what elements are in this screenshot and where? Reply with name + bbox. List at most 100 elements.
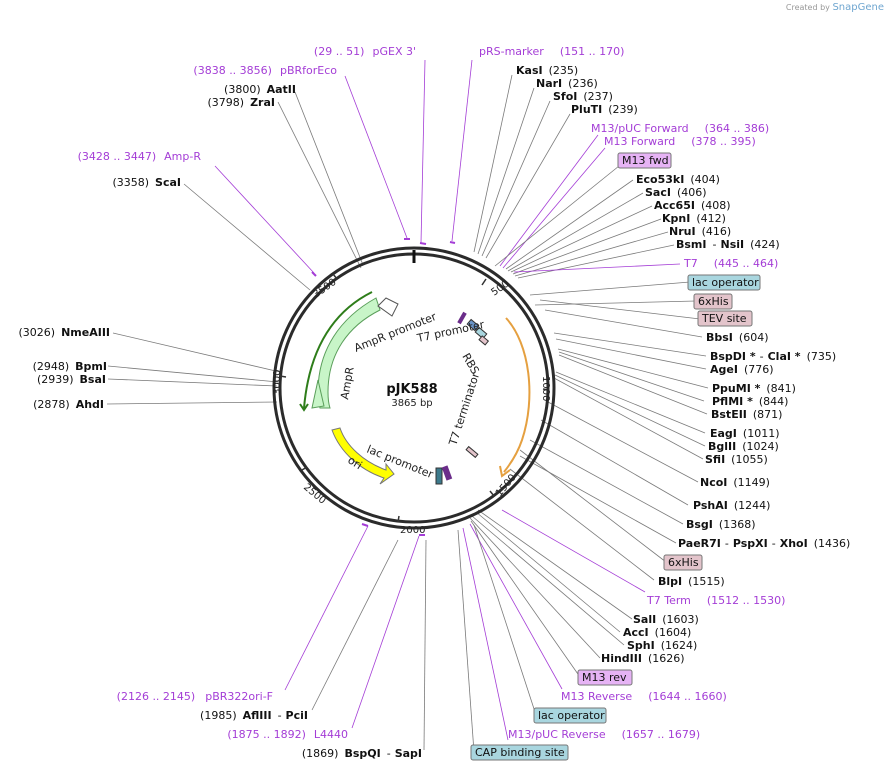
primer-pbr322ori-f: (2126 .. 2145)pBR322ori-F: [117, 690, 273, 703]
t7-promoter-marker: [466, 318, 480, 332]
feature-boxes: M13 fwd lac operator 6xHis TEV site 6xHi…: [470, 152, 761, 761]
box-6xhis-top: 6xHis: [693, 293, 733, 310]
site-scai: (3358)ScaI: [112, 176, 181, 189]
svg-text:TEV site: TEV site: [701, 312, 747, 325]
primer-amp-r: (3428 .. 3447)Amp-R: [78, 150, 202, 163]
site-bbsi: BbsI(604): [706, 331, 769, 344]
site-sali: SalI(1603): [633, 613, 699, 626]
site-eagi: EagI(1011): [710, 427, 779, 440]
feature-connectors: [457, 165, 701, 753]
box-6xhis-bottom: 6xHis: [663, 554, 703, 571]
primer-t7-term: T7 Term(1512 .. 1530): [646, 594, 785, 607]
site-connectors: [106, 74, 709, 751]
site-ppumi: PpuMI *(841): [712, 382, 796, 395]
ori-arrow: [331, 427, 395, 485]
primer-t7: T7(445 .. 464): [683, 257, 778, 270]
primer-m13-puc-forward: M13/pUC Forward(364 .. 386): [591, 122, 769, 135]
svg-text:M13 fwd: M13 fwd: [622, 154, 669, 167]
plasmid-name: pJK588: [386, 382, 437, 397]
plasmid-size: 3865 bp: [391, 398, 432, 409]
primer-connectors: [214, 59, 681, 741]
his-marker-top: [478, 335, 490, 346]
right-site-labels: KasI(235) NarI(236) SfoI(237) PluTI(239)…: [516, 64, 850, 665]
box-m13-rev: M13 rev: [577, 669, 633, 686]
ampr-arrowhead: [311, 379, 325, 409]
primer-pbrforeco: (3838 .. 3856)pBRforEco: [193, 64, 337, 77]
primer-m13-puc-reverse: M13/pUC Reverse(1657 .. 1679): [508, 728, 700, 741]
site-blpi: BlpI(1515): [658, 575, 725, 588]
lac-operator-marker-top: [474, 326, 488, 340]
site-kasi: KasI(235): [516, 64, 578, 77]
site-bspqi-sapi: (1869)BspQI-SapI: [302, 747, 422, 760]
tick-500: 500: [489, 278, 511, 298]
svg-text:lac operator: lac operator: [538, 709, 605, 722]
site-saci: SacI(406): [645, 186, 707, 199]
site-pflmi: PflMI *(844): [712, 395, 788, 408]
primer-pgex3: (29 .. 51)pGEX 3': [314, 45, 416, 58]
lac-operator-marker-bottom: [435, 467, 443, 485]
lac-promoter-label: lac promoter: [365, 443, 436, 482]
ampr-label: AmpR: [338, 366, 357, 401]
site-nrui: NruI(416): [669, 225, 731, 238]
site-ncoi: NcoI(1149): [700, 476, 770, 489]
site-bsai: (2939)BsaI: [37, 373, 106, 386]
site-sphi: SphI(1624): [627, 639, 697, 652]
site-sfoi: SfoI(237): [553, 90, 613, 103]
tick-1000: 1000: [540, 376, 551, 401]
box-cap-binding-site: CAP binding site: [470, 744, 569, 761]
site-bsmi-nsii: BsmI-NsiI(424): [676, 238, 780, 251]
ampr-promoter-arrow: [377, 297, 399, 317]
site-pshai: PshAI(1244): [693, 499, 770, 512]
site-eco53ki: Eco53kI(404): [636, 173, 720, 186]
site-paer7i-pspxi-xhoi: PaeR7I-PspXI-XhoI(1436): [678, 537, 850, 550]
ampr-arc: [303, 291, 373, 409]
site-bpmi: (2948)BpmI: [33, 360, 107, 373]
svg-text:6xHis: 6xHis: [668, 556, 699, 569]
site-bglii: BglII(1024): [708, 440, 779, 453]
tick-3000: 3000: [272, 370, 283, 395]
svg-text:lac operator: lac operator: [692, 276, 759, 289]
svg-text:CAP binding site: CAP binding site: [475, 746, 565, 759]
site-hindiii: HindIII(1626): [601, 652, 685, 665]
primer-m13-forward: M13 Forward(378 .. 395): [604, 135, 756, 148]
primer-feature-top: [457, 311, 467, 325]
tick-2000: 2000: [400, 525, 425, 536]
ampr-arc-head: [299, 403, 309, 412]
site-afliii-pcii: (1985)AflIII-PciI: [200, 709, 308, 722]
site-bsteii: BstEII(871): [711, 408, 782, 421]
svg-text:6xHis: 6xHis: [698, 295, 729, 308]
box-tev-site: TEV site: [697, 310, 753, 327]
site-kpni: KpnI(412): [662, 212, 726, 225]
primer-markers: [311, 238, 456, 536]
box-m13-fwd: M13 fwd: [617, 152, 672, 169]
site-nmeaiii: (3026)NmeAIII: [19, 326, 111, 339]
site-ahdi: (2878)AhdI: [33, 398, 104, 411]
svg-text:M13 rev: M13 rev: [582, 671, 627, 684]
site-nari: NarI(236): [536, 77, 598, 90]
left-site-labels: (3800)AatII (3798)ZraI (3358)ScaI (3026)…: [19, 83, 423, 760]
site-bspdi-clai: BspDI *-ClaI *(735): [710, 350, 836, 363]
site-zrai: (3798)ZraI: [208, 96, 276, 109]
terminator-arc: [503, 317, 531, 473]
terminator-arc-head: [499, 465, 511, 478]
snapgene-brand: Created by SnapGene: [785, 2, 884, 13]
t7-terminator-label: T7 terminator: [446, 370, 482, 447]
his-marker-bottom: [465, 445, 479, 459]
primer-labels: (29 .. 51)pGEX 3' pRS-marker(151 .. 170)…: [78, 45, 786, 741]
plasmid-backbone: [272, 246, 556, 530]
primer-l4440: (1875 .. 1892)L4440: [227, 728, 348, 741]
site-acci: AccI(1604): [623, 626, 691, 639]
site-acc65i: Acc65I(408): [654, 199, 731, 212]
primer-feature-bottom: [441, 465, 453, 481]
position-ticks: [279, 273, 550, 523]
primer-m13-reverse: M13 Reverse(1644 .. 1660): [561, 690, 727, 703]
ori-label: ori: [345, 454, 364, 473]
site-sfii: SfiI(1055): [705, 453, 768, 466]
site-aatii: (3800)AatII: [224, 83, 296, 96]
box-lac-operator-top: lac operator: [687, 274, 761, 291]
site-bsgi: BsgI(1368): [686, 518, 755, 531]
primer-prs-marker: pRS-marker(151 .. 170): [479, 45, 624, 58]
box-lac-operator-bottom: lac operator: [533, 707, 607, 724]
site-pluti: PluTI(239): [571, 103, 638, 116]
